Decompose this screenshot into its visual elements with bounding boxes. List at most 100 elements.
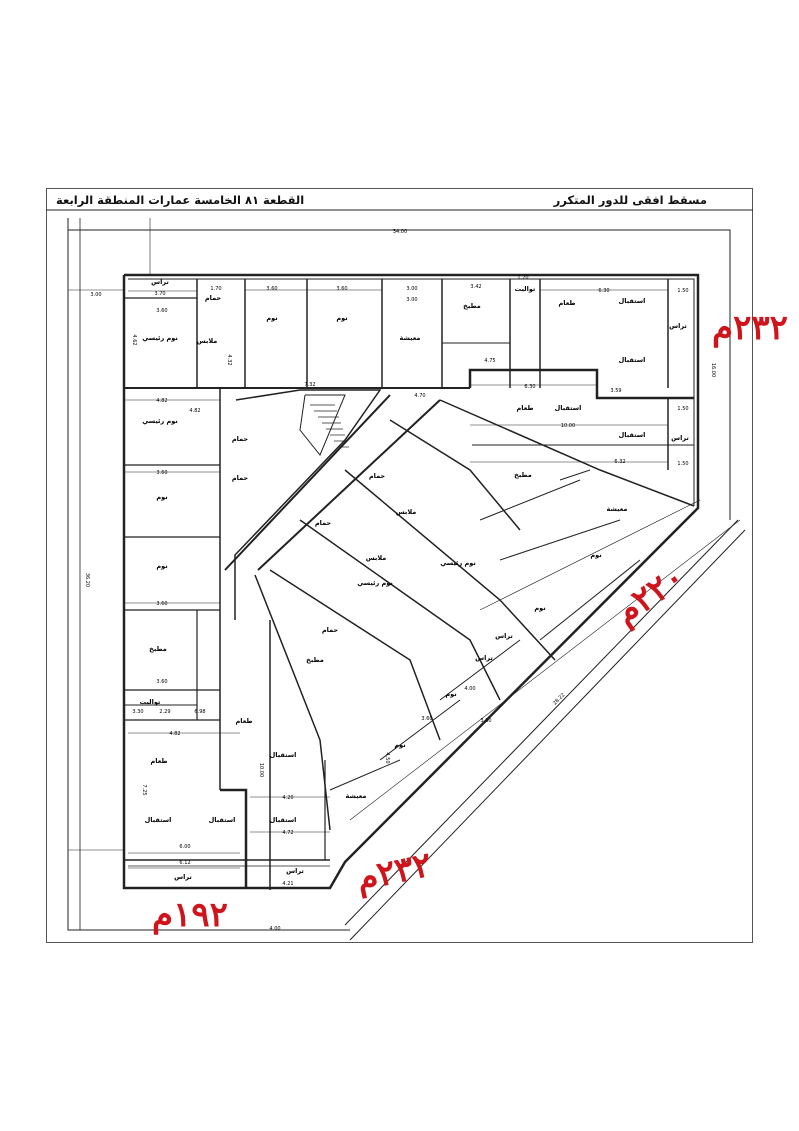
plan-title: مسقط افقى للدور المتكرر <box>553 193 707 207</box>
corridor-wall <box>257 399 441 571</box>
dimension-label: 1.20 <box>517 275 528 281</box>
room-label: تراس <box>151 278 169 286</box>
dimension-label: 34.00 <box>393 229 407 235</box>
building-outline-inner <box>128 278 695 506</box>
room-label: نوم <box>534 604 545 612</box>
plot-title: القطعة ٨١ الخامسة عمارات المنطقة الرابعة <box>56 193 305 207</box>
room-label: نوم رئيسي <box>142 334 178 342</box>
dimension-label: 4.21 <box>282 881 293 887</box>
dimension-line <box>349 519 741 821</box>
dimension-label: 10.00 <box>258 763 264 777</box>
dimension-label: 36.20 <box>84 573 90 587</box>
corridor-wall <box>224 394 391 571</box>
wall-line <box>254 574 331 831</box>
room-label: معيشة <box>607 505 628 513</box>
street-label-bottom-left: ١٩٢م <box>152 895 228 935</box>
room-label: نوم رئيسي <box>357 579 393 587</box>
wall-line <box>220 788 248 888</box>
dimension-label: 3.60 <box>266 286 277 292</box>
dimension-label: 4.82 <box>169 731 180 737</box>
dimension-label: 4.75 <box>484 358 495 364</box>
stair <box>299 394 346 456</box>
site-boundary <box>68 229 731 520</box>
dimension-label: 3.42 <box>470 284 481 290</box>
room-label: طعام <box>517 404 534 412</box>
dimension-label: 3.60 <box>480 718 491 724</box>
dimension-label: 6.30 <box>598 288 609 294</box>
dimension-label: 16.00 <box>710 363 716 377</box>
room-label: نوم <box>445 690 456 698</box>
room-label: استقبال <box>209 816 236 824</box>
site-boundary <box>344 519 739 926</box>
room-label: استقبال <box>270 751 297 759</box>
wall-line <box>299 519 501 701</box>
building-outline <box>122 273 700 890</box>
wall-line <box>329 759 401 791</box>
room-label: حمام <box>369 472 386 480</box>
dimension-label: 6.32 <box>614 459 625 465</box>
site-boundary <box>67 218 350 931</box>
dimension-label: 3.60 <box>336 286 347 292</box>
room-label: تراس <box>669 322 687 330</box>
room-label: نوم <box>156 493 167 501</box>
dimension-label: 4.00 <box>269 926 280 932</box>
wall-line <box>479 479 581 521</box>
wall-line <box>269 569 441 741</box>
room-label: معيشة <box>400 334 421 342</box>
room-label: تراس <box>286 867 304 875</box>
dimension-label: 4.72 <box>282 830 293 836</box>
dimension-label: 4.62 <box>131 334 137 345</box>
dimension-label: 6.98 <box>194 709 205 715</box>
room-label: استقبال <box>619 297 646 305</box>
room-label: استقبال <box>555 404 582 412</box>
room-label: نوم رئيسي <box>142 417 178 425</box>
room-label: استقبال <box>619 431 646 439</box>
street-label-top-right: ٢٣٢م <box>712 308 788 348</box>
room-label: تراس <box>174 873 192 881</box>
dimension-label: 4.82 <box>189 408 200 414</box>
wall-line <box>439 639 521 701</box>
dimension-label: 3.60 <box>156 679 167 685</box>
wall-line <box>389 419 521 531</box>
wall-line <box>539 559 641 641</box>
room-label: ملابس <box>366 554 387 562</box>
dimension-label: 4.70 <box>414 393 425 399</box>
room-label: تواليت <box>515 285 536 293</box>
room-label: حمام <box>232 474 249 482</box>
room-label: حمام <box>315 519 332 527</box>
wall-line <box>439 399 695 507</box>
room-label: طعام <box>151 757 168 765</box>
room-label: حمام <box>232 435 249 443</box>
room-label: نوم رئيسي <box>440 559 476 567</box>
dimension-label: 6.00 <box>179 844 190 850</box>
dimension-label: 3.30 <box>132 709 143 715</box>
room-label: تراس <box>475 654 493 662</box>
dimension-label: 2.29 <box>159 709 170 715</box>
room-label: نوم <box>394 741 405 749</box>
wall-line <box>234 389 382 620</box>
dimension-label: 4.32 <box>226 354 232 365</box>
dimension-label: 7.25 <box>141 784 147 795</box>
dimension-label: 3.60 <box>156 470 167 476</box>
dimension-label: 3.59 <box>610 388 621 394</box>
dimension-label: 3.60 <box>156 308 167 314</box>
dimension-label: 7.32 <box>304 382 315 388</box>
dimension-label: 3.60 <box>421 716 432 722</box>
room-label: ملابس <box>396 508 417 516</box>
room-label: حمام <box>322 626 339 634</box>
dimension-label: 4.20 <box>282 795 293 801</box>
wall-line <box>468 368 694 400</box>
room-label: نوم <box>156 562 167 570</box>
room-label: نوم <box>590 551 601 559</box>
site-boundary <box>349 529 746 941</box>
dimension-label: 3.70 <box>154 291 165 297</box>
dimension-line <box>479 499 701 611</box>
room-label: مطبخ <box>514 471 532 479</box>
dimension-label: 3.00 <box>90 292 101 298</box>
room-label: مطبخ <box>463 302 481 310</box>
room-label: تواليت <box>140 698 161 706</box>
room-label: استقبال <box>145 816 172 824</box>
room-label: نوم <box>336 314 347 322</box>
room-label: استقبال <box>270 816 297 824</box>
